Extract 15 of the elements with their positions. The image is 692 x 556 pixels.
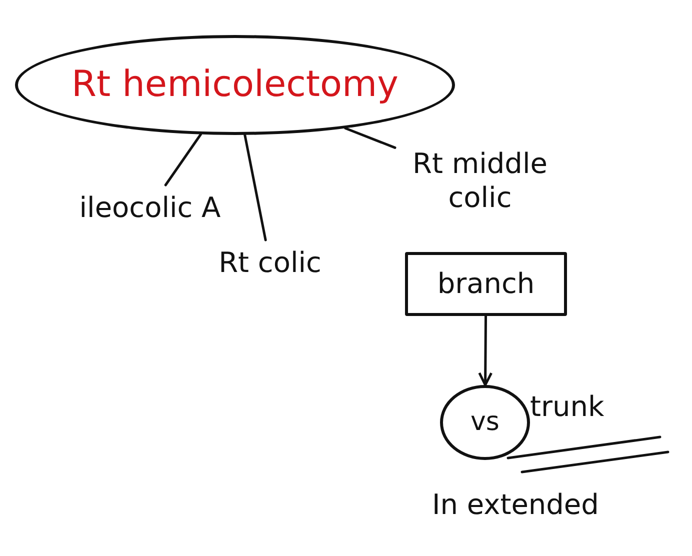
artery-label: Rt colic — [218, 246, 322, 280]
title-ellipse — [15, 35, 455, 135]
note-text: In extended — [432, 488, 599, 522]
connector-line — [344, 127, 396, 149]
node-text: branch — [437, 267, 535, 301]
node-text: vs — [470, 406, 500, 438]
connector-line — [164, 133, 202, 186]
node-text: Rt hemicolectomy — [72, 63, 398, 107]
trunk-label: trunk — [530, 390, 604, 424]
connector-line — [244, 134, 267, 242]
vs-circle — [440, 385, 530, 460]
arrow — [478, 314, 493, 386]
branch-box — [405, 252, 567, 316]
artery-label: ileocolic A — [79, 190, 221, 224]
artery-label: Rt middle colic — [412, 147, 548, 215]
